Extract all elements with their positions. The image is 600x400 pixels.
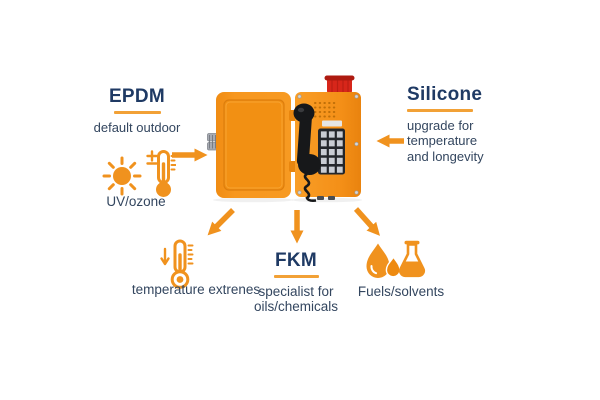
fkm-title: FKM [274, 250, 318, 271]
silicone-group: Silicone upgrade for temperature and lon… [407, 85, 507, 164]
epdm-title: EPDM [108, 86, 166, 107]
flask-icon [398, 240, 426, 278]
door-shadow [213, 197, 293, 203]
arrow-phone-to-fuels [353, 207, 381, 236]
arrow-phone-to-temperature [207, 208, 235, 236]
epdm-subtitle: default outdoor [93, 119, 181, 135]
screws [297, 94, 359, 195]
cable-gland [317, 196, 324, 200]
body-shadow [292, 197, 362, 203]
fuels-icons [366, 240, 426, 278]
fkm-subtitle: specialist for oils/chemicals [253, 283, 339, 315]
silicone-underline [407, 108, 473, 112]
sun-icon [102, 156, 142, 196]
oil-drops-icon [366, 243, 401, 278]
silicone-title: Silicone [407, 84, 483, 105]
speaker-grille [314, 102, 339, 118]
fuels-label: Fuels/solvents [357, 284, 445, 299]
thermometer-down-icon [160, 239, 194, 289]
silicone-subtitle: upgrade for temperature and longevity [407, 117, 484, 164]
handset [293, 103, 321, 203]
cable-gland [328, 196, 335, 200]
keypad [318, 128, 345, 175]
industrial-telephone-illustration [207, 75, 362, 203]
uv-ozone-label: UV/ozone [106, 194, 166, 209]
door-latch-hinge [207, 133, 218, 151]
fkm-group: FKM specialist for oils/chemicals [251, 251, 341, 315]
label-plate [322, 120, 342, 127]
epdm-group: EPDM default outdoor [84, 87, 190, 135]
fkm-underline [273, 274, 319, 278]
temperature-label: temperature extrenes [131, 282, 261, 297]
phone-door [216, 92, 291, 198]
epdm-underline [113, 110, 161, 114]
handset-cord [303, 172, 317, 203]
